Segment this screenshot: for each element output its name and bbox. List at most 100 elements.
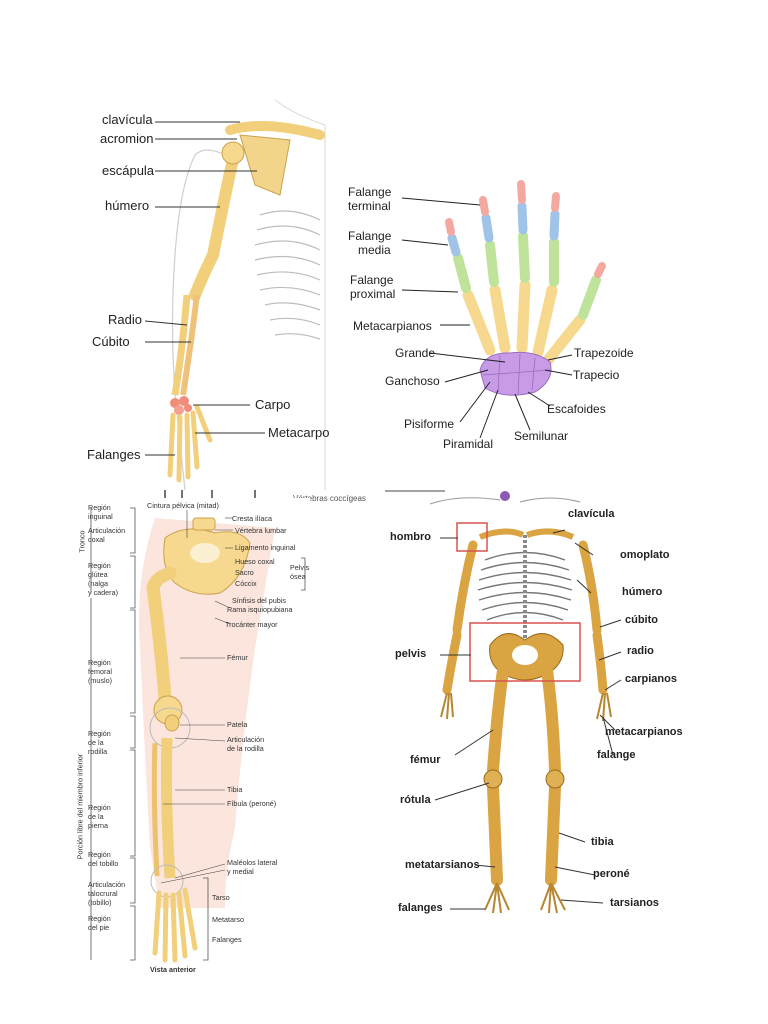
label-region-glutea-2: glútea — [88, 570, 108, 579]
label-radio: Radio — [108, 312, 142, 327]
hand-bones — [440, 692, 612, 722]
label-clavicula: clavícula — [102, 112, 153, 127]
arm-bones — [442, 540, 608, 695]
label-humero: húmero — [105, 198, 150, 213]
label-region-rodilla-2: de la — [88, 738, 104, 747]
hand-illustration — [401, 180, 606, 439]
label-region-glutea-3: (nalga — [88, 579, 108, 588]
label-falange-proximal-2: proximal — [350, 287, 396, 301]
label-art-rodilla-2: de la rodilla — [227, 744, 264, 753]
label-trapezoide: Trapezoide — [574, 346, 634, 360]
label-region-inguinal-2: inguinal — [88, 512, 113, 521]
label-region-glutea-1: Región — [88, 561, 111, 570]
label-omoplato: omoplato — [620, 549, 670, 561]
label-sacro: Sacro — [235, 568, 254, 577]
tibia-bone — [160, 737, 176, 879]
foot-bones — [484, 882, 566, 914]
carpal-bones — [479, 351, 552, 396]
label-vista-anterior: Vista anterior — [150, 965, 196, 974]
label-metatarsianos: metatarsianos — [405, 859, 480, 871]
label-maleolos-2: y medial — [227, 867, 254, 876]
label-region-glutea-4: y cadera) — [88, 588, 118, 597]
label-coccix: Cóccix — [235, 579, 257, 588]
label-escafoides: Escafoides — [547, 402, 606, 416]
label-ganchoso: Ganchoso — [385, 374, 440, 388]
label-humero-skel: húmero — [622, 586, 663, 598]
humerus-bone — [189, 144, 241, 301]
label-vertebra-lumbar: Vértebra lumbar — [235, 526, 287, 535]
label-cubito-skel: cúbito — [625, 614, 658, 626]
label-region-pierna-1: Región — [88, 803, 111, 812]
middle-phalanges — [447, 201, 560, 257]
carpal-bones — [170, 396, 192, 415]
label-falanges-leg: Falanges — [212, 935, 242, 944]
distal-phalanges — [445, 180, 606, 278]
label-escapula: escápula — [102, 163, 155, 178]
skeleton-illustration — [434, 522, 622, 914]
label-cintura-pelvica: Cintura pélvica (mitad) — [147, 501, 219, 510]
leg-bones — [487, 664, 561, 886]
label-art-talo-1: Articulación — [88, 880, 126, 889]
label-pelvis-osea-2: ósea — [290, 572, 306, 581]
label-porcion-libre: Porción libre del miembro inferior — [75, 753, 85, 860]
label-sinfisis: Sínfisis del pubis — [232, 596, 286, 605]
scapula-bone — [239, 134, 291, 196]
label-region-pie-2: del pie — [88, 923, 110, 932]
label-metatarso: Metatarso — [212, 915, 244, 924]
label-region-rodilla-1: Región — [88, 729, 111, 738]
metacarpal-bones — [462, 279, 586, 366]
label-region-rodilla-3: rodilla — [88, 747, 108, 756]
proximal-phalanges — [453, 231, 601, 320]
hand-bones — [167, 404, 213, 483]
foot-bones — [152, 887, 198, 963]
label-art-talo-3: (tobillo) — [88, 898, 112, 907]
shoulder-highlight-box — [456, 522, 488, 552]
hand-panel: Falange terminal Falange media Falange p… — [340, 170, 650, 460]
label-falange-proximal-1: Falange — [350, 273, 394, 287]
label-trocanter: Trocánter mayor — [225, 620, 278, 629]
label-hueso-coxal: Hueso coxal — [235, 557, 275, 566]
label-carpianos: carpianos — [625, 673, 677, 685]
label-falange-terminal-2: terminal — [348, 199, 391, 213]
label-maleolos-1: Maléolos lateral — [227, 858, 278, 867]
femur-bone — [146, 566, 177, 725]
label-acromion: acromion — [100, 131, 154, 146]
label-art-talo-2: talocrural — [88, 889, 118, 898]
label-region-pierna-3: pierna — [88, 821, 108, 830]
label-falanges-skel: falanges — [398, 902, 443, 914]
clavicle-bone — [478, 528, 525, 540]
ulna-bone — [180, 294, 200, 396]
label-hombro: hombro — [390, 531, 431, 543]
fibula-bone — [151, 742, 160, 877]
label-region-femoral-2: femoral — [88, 667, 112, 676]
radius-bone — [171, 294, 191, 396]
label-tarsianos: tarsianos — [610, 897, 659, 909]
label-region-pie-1: Región — [88, 914, 111, 923]
label-perone: peroné — [593, 868, 630, 880]
label-tibia: Tibia — [227, 785, 243, 794]
label-pelvis-osea-1: Pelvis — [290, 563, 310, 572]
label-piramidal: Piramidal — [443, 437, 494, 451]
label-patela: Patela — [227, 720, 248, 729]
label-falange-skel: falange — [597, 749, 636, 761]
label-trapecio: Trapecio — [573, 368, 620, 382]
label-tronco: Tronco — [77, 530, 87, 553]
label-cubito: Cúbito — [92, 334, 130, 349]
label-pisiforme: Pisiforme — [404, 417, 455, 431]
label-grande: Grande — [395, 346, 436, 360]
label-tarso: Tarso — [212, 893, 230, 902]
label-region-femoral-1: Región — [88, 658, 111, 667]
label-region-inguinal-1: Región — [88, 503, 111, 512]
pelvis-highlight-box — [469, 622, 581, 682]
cropped-strip: Vértebras coccígeas — [160, 488, 600, 508]
label-fibula: Fíbula (peroné) — [227, 799, 277, 808]
label-art-rodilla-1: Articulación — [227, 735, 265, 744]
label-falange-media-1: Falange — [348, 229, 392, 243]
label-art-coxal-2: coxal — [88, 535, 105, 544]
label-carpo: Carpo — [255, 397, 291, 412]
leg-panel: Cintura pélvica (mitad) Cresta ilíaca Vé… — [75, 498, 310, 980]
label-region-tobillo-2: del tobillo — [88, 859, 119, 868]
label-pelvis: pelvis — [395, 648, 427, 660]
label-ligamento-inguinal: Ligamento inguinal — [235, 543, 296, 552]
leg-illustration — [90, 507, 306, 963]
